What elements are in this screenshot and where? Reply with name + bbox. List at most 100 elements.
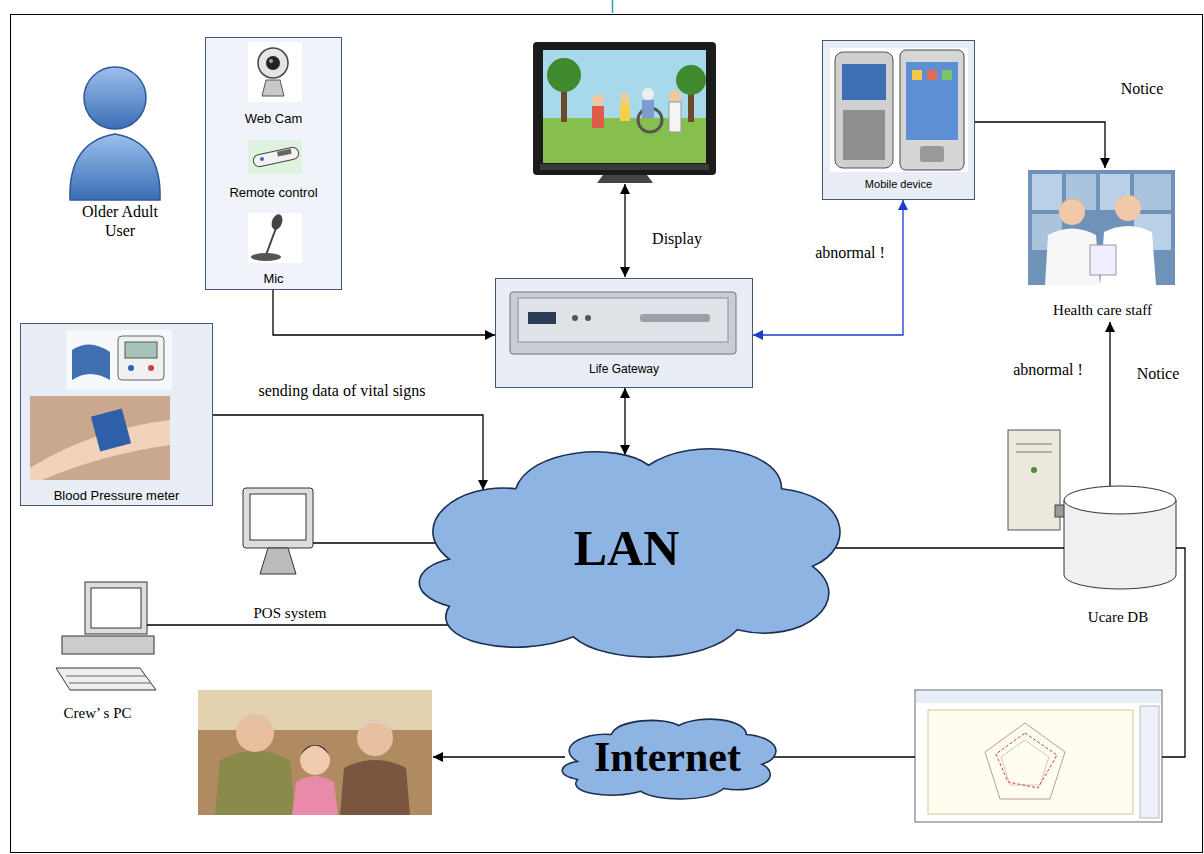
pos-monitor-picture <box>243 488 313 574</box>
bp-meter-picture <box>125 342 157 358</box>
family-photo <box>198 690 432 730</box>
panel-fill <box>205 37 342 290</box>
phones-picture <box>842 64 886 100</box>
edge-label-holder: abnormal ! <box>813 244 887 262</box>
tv-picture <box>533 42 716 183</box>
tv-picture <box>543 50 706 163</box>
tv-picture <box>543 118 706 163</box>
chart-screenshot <box>1140 706 1159 818</box>
family-photo <box>215 751 295 815</box>
tv-picture <box>592 106 604 128</box>
mic-picture <box>270 213 285 231</box>
crew-pc-picture <box>91 588 141 628</box>
staff-photo <box>1028 170 1175 285</box>
webcam-picture <box>269 59 273 63</box>
chart-screenshot <box>915 690 1162 822</box>
webcam-picture <box>248 42 302 102</box>
node-text: Internet <box>594 733 741 781</box>
database-node: Ucare DB <box>1000 425 1180 630</box>
remote-picture <box>248 140 302 174</box>
edge-label: abnormal ! <box>813 244 887 262</box>
health-staff-node: Health care staff <box>1025 168 1180 322</box>
node-text: POS system <box>254 605 327 622</box>
tv-picture <box>592 94 604 106</box>
phones-picture <box>927 70 937 80</box>
bp-meter-picture <box>118 336 164 380</box>
gateway-device-picture <box>572 315 578 321</box>
tv-picture <box>540 164 709 170</box>
phones-picture <box>830 48 968 172</box>
connector <box>273 290 495 335</box>
chart-screenshot <box>996 733 1057 788</box>
gateway-box: Life Gateway <box>495 278 753 388</box>
cloud-outline <box>562 719 776 799</box>
edge-label: sending data of vital signs <box>256 382 427 400</box>
mic-picture <box>251 253 281 261</box>
gateway-fill <box>495 278 753 388</box>
database-picture <box>1016 444 1052 445</box>
phones-picture <box>942 70 952 80</box>
staff-photo <box>1032 174 1062 210</box>
tv-picture <box>620 93 630 103</box>
pos-terminal: POS system <box>235 480 345 625</box>
bp-fill <box>20 323 213 506</box>
family-photo <box>357 721 393 734</box>
gateway-device-picture <box>510 292 736 354</box>
gateway-device-picture <box>528 312 556 324</box>
family-photo <box>236 716 274 728</box>
family-photo <box>198 690 432 815</box>
remote-picture <box>248 140 302 174</box>
crew-pc-picture <box>56 582 156 690</box>
user-icon <box>70 134 160 200</box>
layout-lines <box>624 184 625 277</box>
display-label: Display <box>650 229 704 248</box>
layout-lines <box>1162 548 1185 757</box>
tv-picture <box>669 90 681 102</box>
connector <box>836 547 1064 548</box>
lan-cloud: LAN <box>405 430 848 665</box>
database-picture <box>1008 430 1176 589</box>
bp-meter-picture <box>66 330 172 390</box>
crew-pc-picture <box>56 668 156 690</box>
family-photo <box>292 776 338 815</box>
bp-meter-picture <box>30 330 172 480</box>
staff-photo <box>1115 195 1142 205</box>
crew-pc-picture <box>85 582 147 634</box>
node-text: Blood Pressure meter <box>54 488 180 503</box>
phones-picture <box>830 48 968 172</box>
edge-label-holder: Notice <box>1119 80 1166 98</box>
tv-picture <box>669 102 681 132</box>
node-text: LAN <box>574 520 680 577</box>
node-text: Remote control <box>229 185 317 200</box>
tv-picture <box>597 175 653 183</box>
connector <box>147 624 451 625</box>
database-picture <box>1016 452 1052 453</box>
crew-pc: Crew’ s PC <box>35 575 160 725</box>
chart-screenshot <box>928 710 1133 814</box>
mobile-device-box: Mobile device <box>822 40 975 200</box>
node-text: Crew’ s PC <box>63 705 131 722</box>
user-icon <box>84 67 146 129</box>
node-text: Life Gateway <box>589 362 659 376</box>
database-picture <box>1064 486 1176 514</box>
phones-picture <box>835 52 893 168</box>
cloud-outline <box>419 449 840 657</box>
staff-photo <box>1090 245 1116 275</box>
family-photo <box>357 720 393 756</box>
page-frame <box>11 15 1203 853</box>
family-photo <box>236 714 274 752</box>
chart-screenshot <box>1001 740 1049 785</box>
connectors <box>147 122 1110 625</box>
crew-pc-picture <box>62 636 154 654</box>
staff-photo <box>1059 199 1086 208</box>
family-photo <box>340 760 410 815</box>
node-text: Web Cam <box>245 111 303 126</box>
tv-picture <box>642 100 654 118</box>
bp-meter-picture <box>30 396 170 480</box>
webcam-picture <box>266 56 280 70</box>
webcam-picture <box>262 80 284 96</box>
